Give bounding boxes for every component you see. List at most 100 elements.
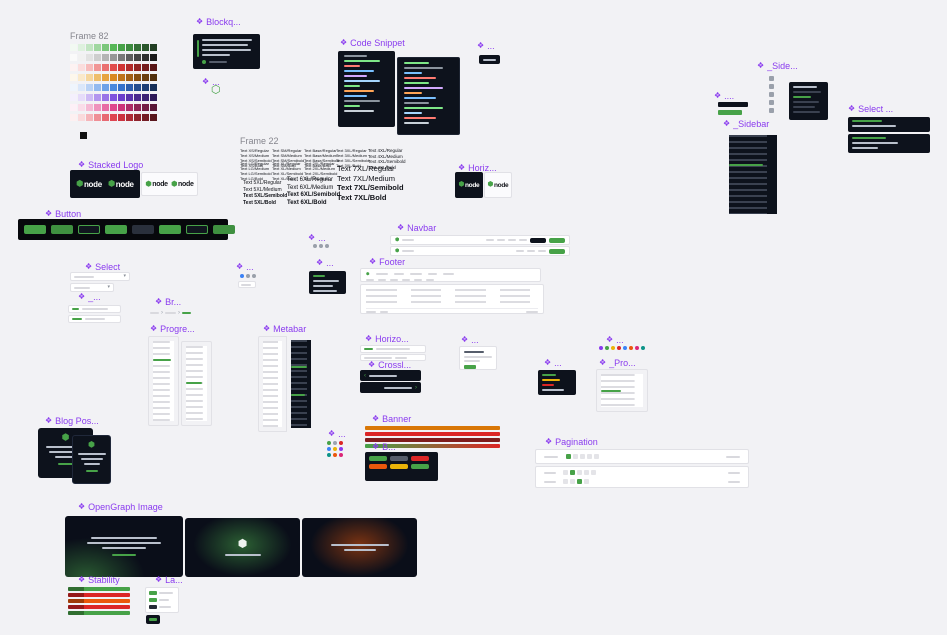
component-label-dots-a[interactable]: ❖... [308,233,326,243]
component-label-dark-toast[interactable]: ❖... [316,258,334,268]
color-dot-grid[interactable] [327,441,343,457]
component-label-progression[interactable]: ❖Progre... [150,324,195,334]
component-label-banner[interactable]: ❖Banner [372,414,411,424]
select-dark-open[interactable] [848,134,930,153]
component-label-card-mini[interactable]: ❖... [461,335,479,345]
badge-group[interactable] [365,452,438,481]
component-label-blog-posts[interactable]: ❖Blog Pos... [45,416,99,426]
label-list[interactable] [145,587,179,613]
frame-label-frame82[interactable]: Frame 82 [70,31,109,41]
sidebar-component[interactable] [724,130,782,219]
component-label-code-snippet[interactable]: ❖Code Snippet [340,38,405,48]
color-palette[interactable] [70,44,157,124]
crosslink-next[interactable]: › [360,382,421,393]
component-icon: ❖ [150,324,158,333]
color-dots[interactable] [599,346,645,350]
component-label-logo-pair[interactable]: ❖Horiz... [458,163,497,173]
metabar-horizontal[interactable] [360,354,426,361]
dots[interactable] [240,274,256,278]
breadcrumb[interactable]: › › [150,310,191,316]
component-label-dots-grid[interactable]: ❖... [328,429,346,439]
component-label-breadcrumb[interactable]: ❖Br... [155,297,181,307]
mini-bars[interactable] [718,102,748,115]
component-label-side-mini[interactable]: ❖_Side... [757,61,798,71]
component-label-badge-group[interactable]: ❖B... [372,442,396,452]
label-chip-dark-solo[interactable] [146,615,160,624]
metabar-horizontal[interactable] [360,345,426,353]
stacked-logo-dark[interactable]: ⬢node ⬢node [70,170,140,198]
component-label-stacked-logo[interactable]: ❖Stacked Logo [78,160,143,170]
footer-link [375,273,388,275]
frame-label-frame22[interactable]: Frame 22 [240,136,279,146]
component-label-hrule[interactable]: ❖Horizo... [365,334,409,344]
metabar-light-panel[interactable] [258,336,287,432]
card-mini[interactable] [459,346,497,370]
logo-tile-dark[interactable]: ⬢node [455,172,483,198]
stability-badges[interactable] [68,587,130,617]
footer-large[interactable] [360,284,544,314]
text-line [395,356,407,359]
list-icon [769,92,774,97]
pagination-bar-multi[interactable] [535,466,749,488]
component-label-dots1[interactable]: ❖... [202,77,220,87]
component-label-pagination[interactable]: ❖Pagination [545,437,598,447]
stacked-logo-light[interactable]: ⬢node ⬢node [141,172,198,196]
color-swatch [118,54,125,61]
component-label-dots-row[interactable]: ❖... [606,335,624,345]
logo-tile-light[interactable]: ⬢node [484,172,512,198]
button-dark-mini[interactable] [479,55,500,64]
bar-dark [718,102,748,107]
component-label-navbar[interactable]: ❖Navbar [397,223,436,233]
sidebar-mini-icons[interactable] [769,76,774,113]
page-dot [591,470,596,475]
footer-slim[interactable]: ⬢ [360,268,541,282]
component-label-select-light[interactable]: ❖Select [85,262,120,272]
navbar-variant-1[interactable]: ⬢ [390,235,570,245]
component-label-sidebar[interactable]: ❖_Sidebar [723,119,769,129]
metabar-slim[interactable] [68,305,121,313]
component-label-footer[interactable]: ❖Footer [369,257,405,267]
component-label-label-mini[interactable]: ❖La... [155,575,183,585]
component-label-metabar[interactable]: ❖Metabar [263,324,306,334]
component-label-button[interactable]: ❖Button [45,209,81,219]
crosslink-prev[interactable]: ‹ [360,370,421,381]
selected-value-line [74,275,94,278]
component-label-select-dark[interactable]: ❖Select ... [848,104,893,114]
component-label-propgroup[interactable]: ❖_Pro... [599,358,636,368]
mini-pill[interactable] [238,281,256,288]
progression-panel[interactable] [148,336,179,426]
metabar-slim[interactable] [68,315,121,323]
code-snippet-large[interactable] [397,57,460,135]
metabar-dark-panel[interactable] [287,336,315,432]
property-group[interactable] [596,369,648,412]
dark-card-mini[interactable] [309,271,346,294]
sidebar-mini-panel[interactable] [789,82,828,120]
dots[interactable] [313,244,329,248]
component-label-mini4[interactable]: ❖.... [714,91,734,101]
og-image-logo[interactable]: ⬢ [185,518,300,577]
select-input-small[interactable]: ▾ [70,283,114,292]
button-variants-strip[interactable] [18,219,235,240]
node-hexagon-icon[interactable]: ⬡ [211,84,221,96]
component-label-mini-dark[interactable]: ❖... [544,358,562,368]
component-label-blockquote[interactable]: ❖Blockq... [196,17,241,27]
select-input[interactable]: ▾ [70,272,130,281]
component-label-stability[interactable]: ❖Stability [78,575,120,585]
component-label-metabar-light[interactable]: ❖_... [78,292,101,302]
blockquote-component[interactable] [193,34,260,69]
navbar-variant-2[interactable]: ⬢ [390,246,570,256]
blog-post-card[interactable]: ⬢ [72,435,111,484]
select-dark-closed[interactable] [848,117,930,132]
component-label-dots2[interactable]: ❖... [477,41,495,51]
banner-strips[interactable] [365,426,500,450]
component-label-crosslink[interactable]: ❖Crossl... [368,360,411,370]
progression-panel[interactable] [181,341,212,426]
pagination-bar[interactable] [535,449,749,464]
component-label-opengraph[interactable]: ❖OpenGraph Image [78,502,163,512]
badge-list-dark[interactable] [538,370,576,395]
code-snippet-small[interactable] [338,51,395,127]
component-label-dots-b[interactable]: ❖... [236,262,254,272]
og-image-text[interactable] [65,516,183,577]
og-image-orange[interactable] [302,518,417,577]
